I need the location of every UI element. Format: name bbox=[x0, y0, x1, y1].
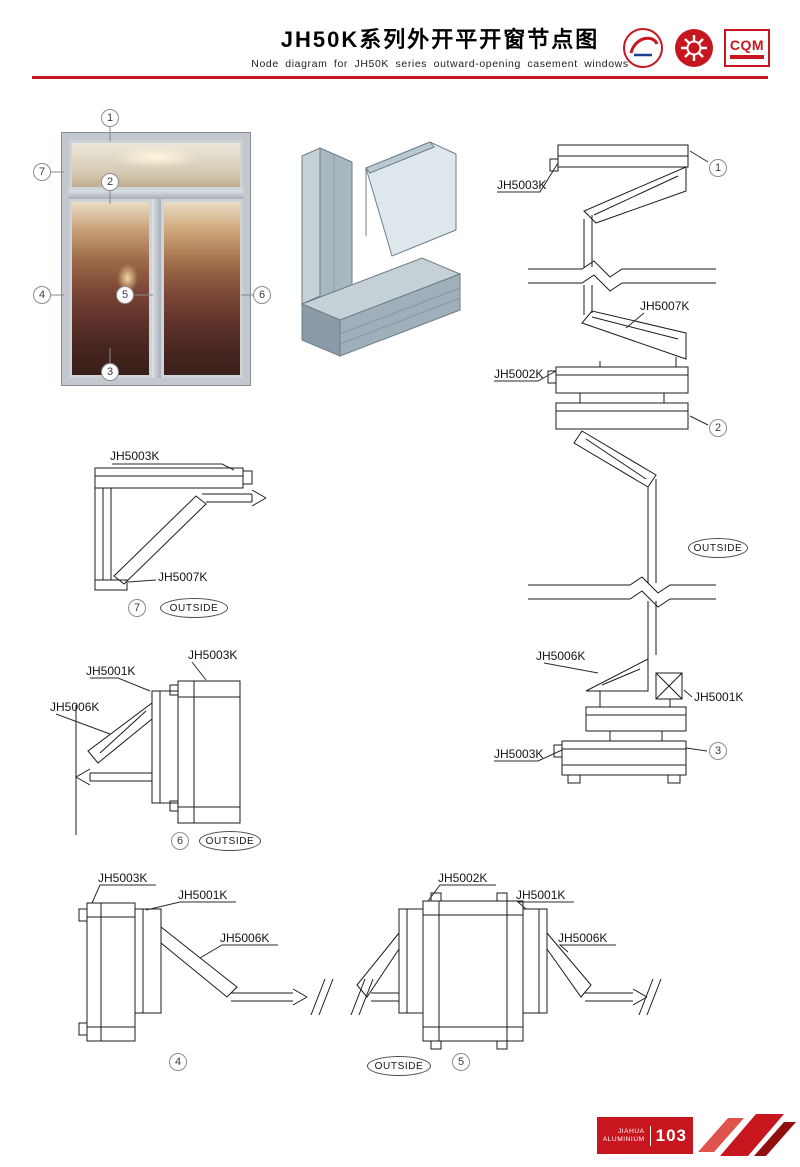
page-title: JH50K系列外开平开窗节点图 bbox=[280, 27, 600, 52]
diagram-callout-1: 1 bbox=[709, 159, 727, 177]
window-callout-3: 3 bbox=[101, 363, 119, 381]
window-photo-mullion bbox=[151, 199, 161, 378]
profile-label-jh5006k: JH5006K bbox=[50, 700, 100, 714]
window-callout-7: 7 bbox=[33, 163, 51, 181]
horizontal-section-diagram bbox=[78, 892, 662, 1050]
vertical-section-diagram bbox=[528, 144, 716, 784]
window-callout-5: 5 bbox=[116, 286, 134, 304]
profile-label-jh5002k: JH5002K bbox=[494, 367, 544, 381]
diagram-callout-6: 6 bbox=[171, 832, 189, 850]
profile-label-jh5001k: JH5001K bbox=[178, 888, 228, 902]
window-callout-1: 1 bbox=[101, 109, 119, 127]
outside-label: OUTSIDE bbox=[688, 538, 748, 558]
diagram-callout-5: 5 bbox=[452, 1053, 470, 1071]
window-photo-transom-bar bbox=[69, 190, 243, 199]
footer-divider bbox=[649, 1125, 651, 1146]
quality-logo-icon bbox=[673, 27, 715, 69]
profile-label-jh5006k: JH5006K bbox=[536, 649, 586, 663]
window-photo-transom bbox=[69, 140, 243, 190]
outside-label: OUTSIDE bbox=[367, 1056, 431, 1076]
profile-label-jh5003k: JH5003K bbox=[497, 178, 547, 192]
page-subtitle: Node diagram for JH50K series outward-op… bbox=[251, 58, 629, 70]
profile-label-jh5003k: JH5003K bbox=[494, 747, 544, 761]
profile-label-jh5001k: JH5001K bbox=[694, 690, 744, 704]
window-photo-lower bbox=[69, 199, 243, 378]
diagram-callout-4: 4 bbox=[169, 1053, 187, 1071]
cqm-logo-text: CQM bbox=[729, 36, 765, 53]
window-photo-left-casement bbox=[69, 199, 152, 378]
cert-logo-icon bbox=[622, 27, 664, 69]
profile-label-jh5003k: JH5003K bbox=[110, 449, 160, 463]
profile-label-jh5001k: JH5001K bbox=[86, 664, 136, 678]
profile-label-jh5003k: JH5003K bbox=[188, 648, 238, 662]
detail-7-diagram bbox=[94, 467, 267, 591]
window-photo-right-casement bbox=[160, 199, 243, 378]
footer-band: JIAHUA ALUMINIUM 103 bbox=[597, 1117, 693, 1154]
page-header: JH50K系列外开平开窗节点图 Node diagram for JH50K s… bbox=[120, 22, 760, 70]
brand-bottom: ALUMINIUM bbox=[602, 1135, 645, 1143]
cqm-logo-bar bbox=[730, 54, 764, 59]
profile-label-jh5007k: JH5007K bbox=[158, 570, 208, 584]
footer-chevrons-icon bbox=[698, 1114, 796, 1156]
outside-label: OUTSIDE bbox=[199, 831, 261, 851]
outside-label: OUTSIDE bbox=[160, 598, 228, 618]
diagram-callout-2: 2 bbox=[709, 419, 727, 437]
brand-top: JIAHUA bbox=[617, 1127, 645, 1135]
page-number: 103 bbox=[655, 1125, 687, 1145]
window-callout-6: 6 bbox=[253, 286, 271, 304]
brand-name: JIAHUA ALUMINIUM bbox=[603, 1128, 645, 1144]
window-photo bbox=[62, 133, 250, 385]
header-divider bbox=[32, 76, 768, 79]
profile-label-jh5001k: JH5001K bbox=[516, 888, 566, 902]
profile-label-jh5007k: JH5007K bbox=[640, 299, 690, 313]
profile-label-jh5003k: JH5003K bbox=[98, 871, 148, 885]
cqm-logo: CQM bbox=[724, 29, 770, 67]
diagram-callout-7: 7 bbox=[128, 599, 146, 617]
window-callout-2: 2 bbox=[101, 173, 119, 191]
diagram-callout-3: 3 bbox=[709, 742, 727, 760]
window-callout-4: 4 bbox=[33, 286, 51, 304]
header-logos: CQM bbox=[622, 27, 778, 69]
profile-label-jh5006k: JH5006K bbox=[220, 931, 270, 945]
profile-label-jh5002k: JH5002K bbox=[438, 871, 488, 885]
profile-3d-render bbox=[300, 141, 462, 357]
profile-label-jh5006k: JH5006K bbox=[558, 931, 608, 945]
